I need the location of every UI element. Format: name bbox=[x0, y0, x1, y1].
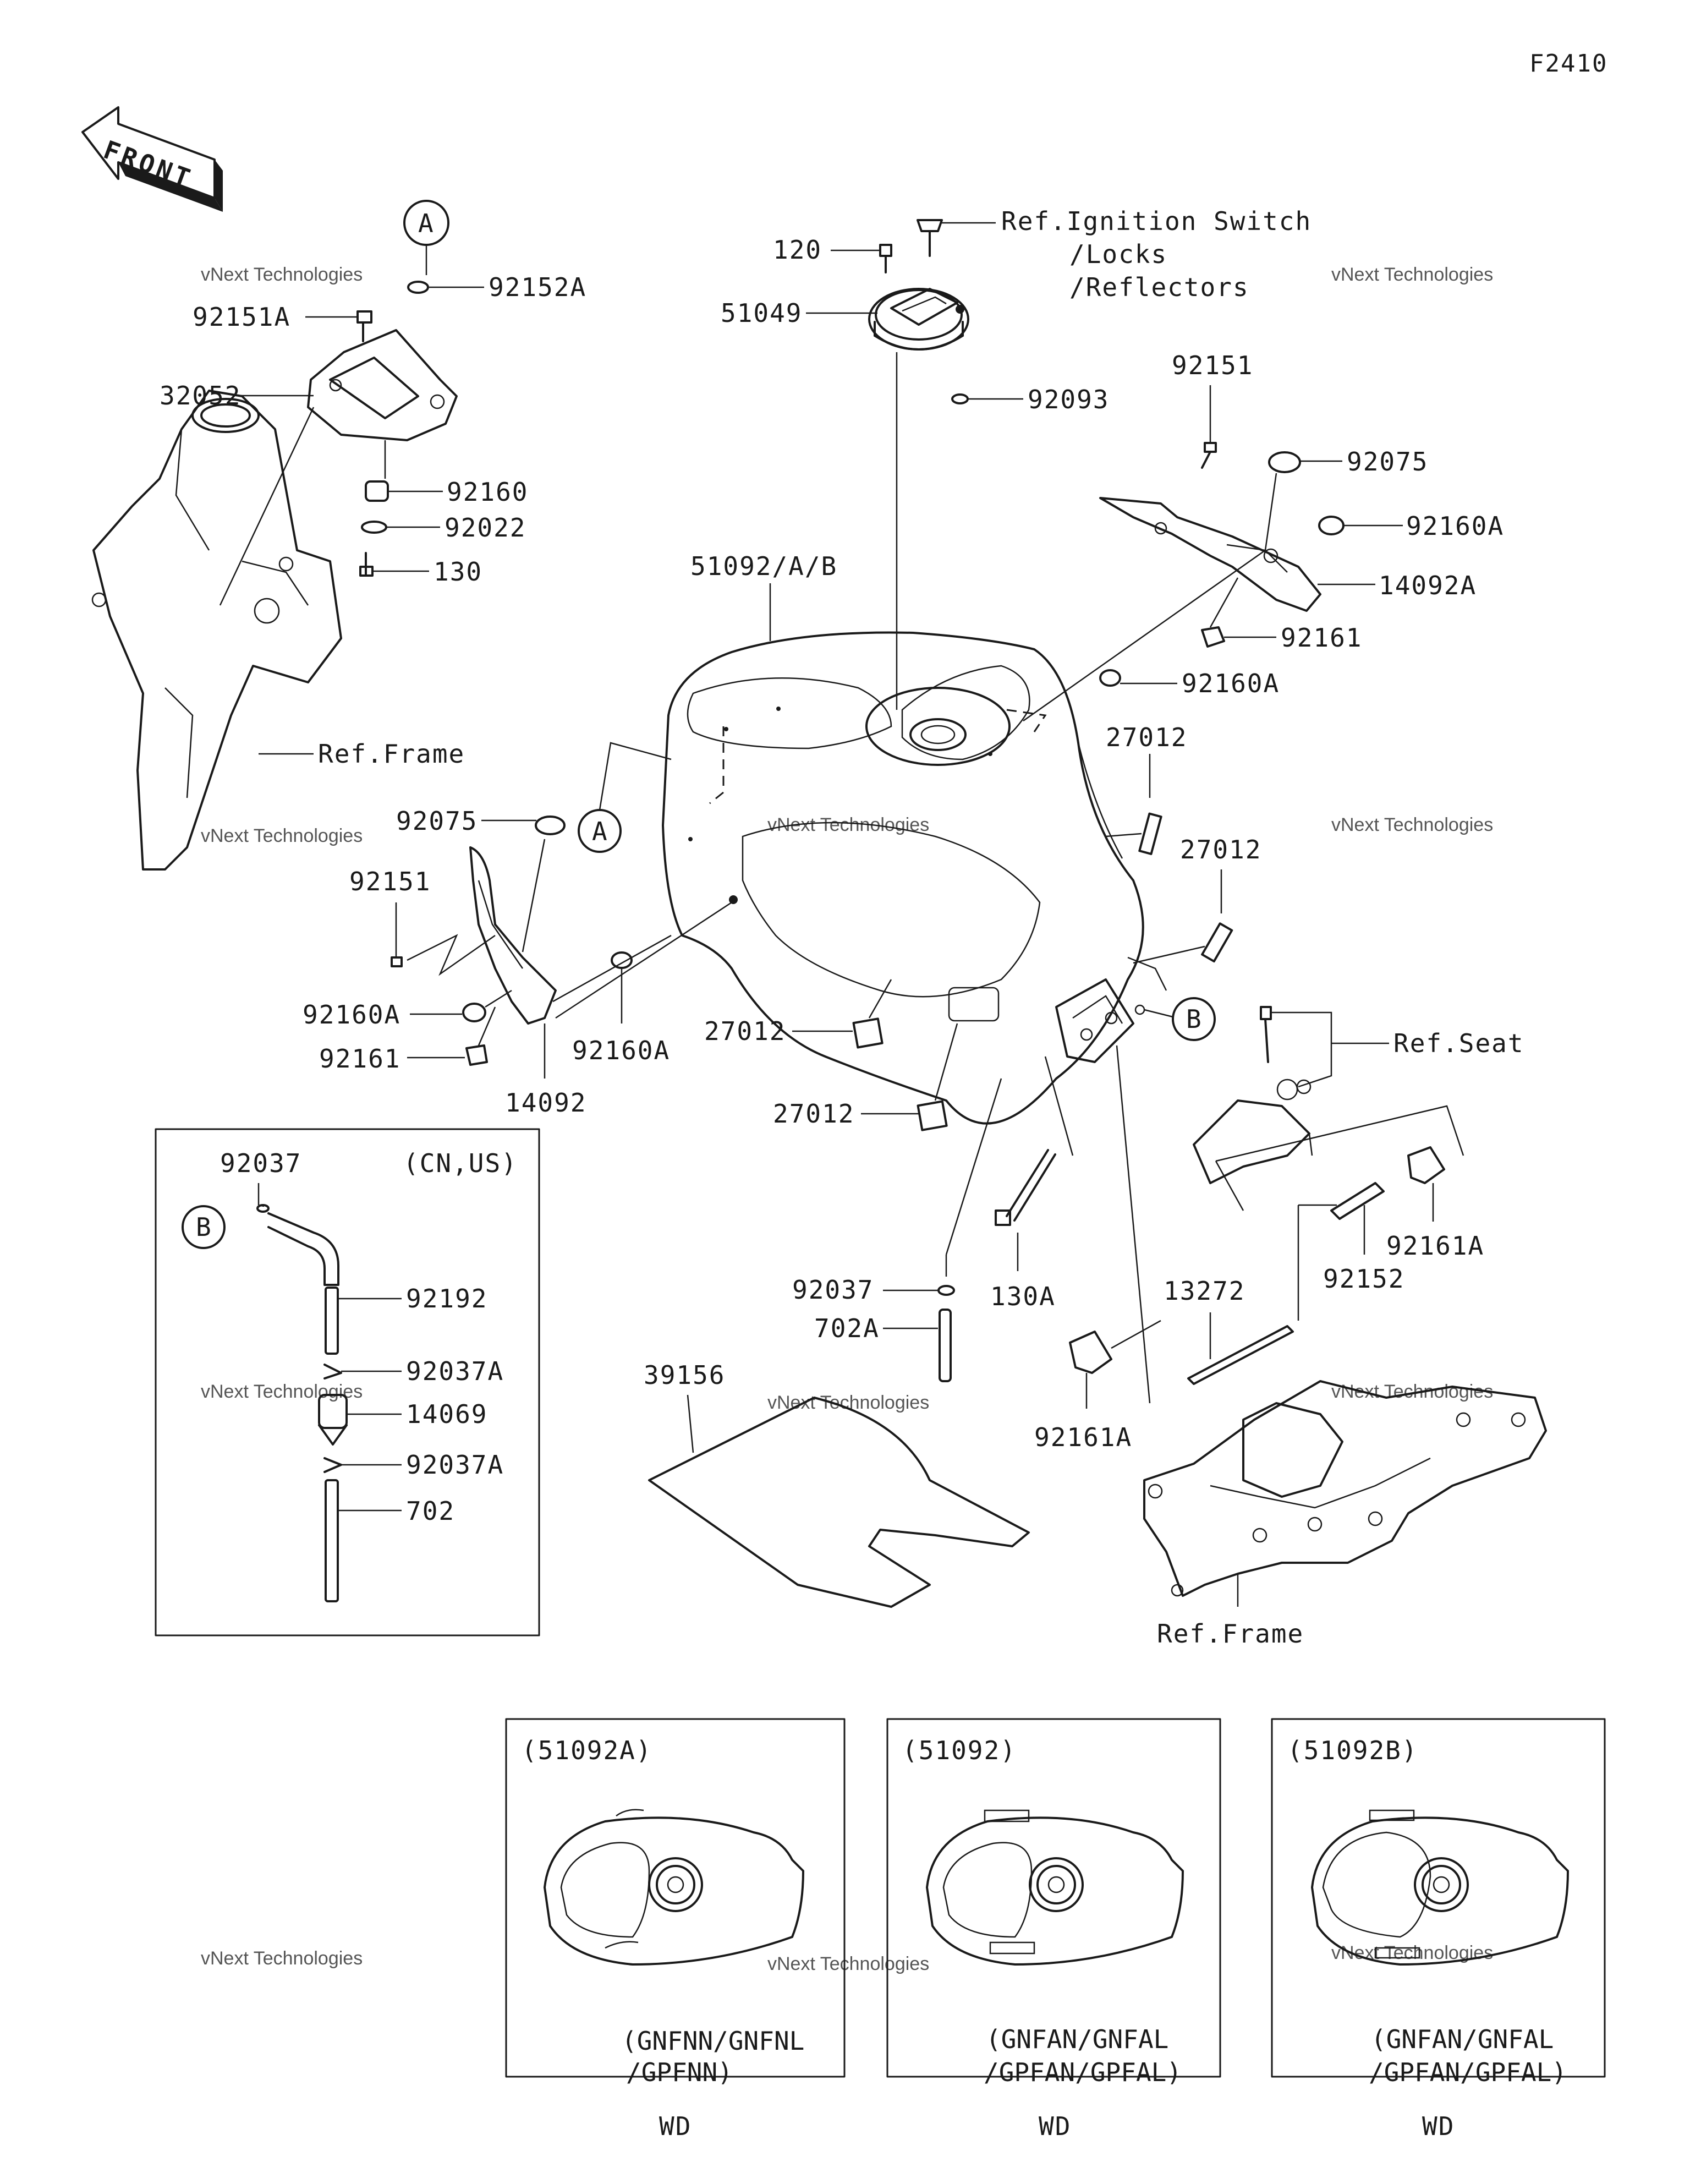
variant-models-1-b: (GNFAN/GNFAL bbox=[986, 2024, 1168, 2054]
label-92160A-mid: 92160A bbox=[1182, 669, 1280, 698]
watermark: vNext Technologies bbox=[201, 264, 363, 285]
label-120: 120 bbox=[773, 235, 822, 265]
variant-models-1: (GNFNN/GNFNL bbox=[622, 2026, 804, 2056]
watermark: vNext Technologies bbox=[1331, 814, 1493, 835]
circle-b-inset: B bbox=[182, 1205, 226, 1249]
front-arrow-icon: FRONT bbox=[81, 106, 223, 212]
fuel-tank-51092 bbox=[662, 631, 1167, 1125]
watermark: vNext Technologies bbox=[1331, 264, 1493, 285]
inset-label-92192: 92192 bbox=[406, 1284, 487, 1313]
label-92160A-left: 92160A bbox=[303, 1000, 400, 1030]
variant-part: (51092B) bbox=[1287, 1736, 1418, 1765]
variant-51092A: (51092A) (GNFNN/GNFNL /GPFNN) bbox=[505, 1718, 846, 2078]
bracket-14092 bbox=[469, 846, 557, 1025]
frame-lower-right bbox=[1143, 1380, 1547, 1597]
label-92161A-lower: 92161A bbox=[1034, 1422, 1132, 1452]
label-92151: 92151 bbox=[1172, 351, 1253, 380]
mat-39156 bbox=[648, 1397, 1030, 1608]
label-92075-left: 92075 bbox=[396, 806, 478, 836]
watermark: vNext Technologies bbox=[201, 825, 363, 846]
label-92160: 92160 bbox=[447, 477, 528, 507]
label-92161-right: 92161 bbox=[1281, 623, 1362, 653]
label-14092A: 14092A bbox=[1379, 571, 1477, 600]
label-27012-d: 27012 bbox=[773, 1099, 854, 1129]
label-92037: 92037 bbox=[792, 1275, 874, 1305]
svg-text:A: A bbox=[592, 817, 607, 846]
variant-models-2-b: /GPFAN/GPFAL) bbox=[984, 2057, 1182, 2087]
ref-reflectors: /Reflectors bbox=[1069, 272, 1249, 302]
variant-finish-c: WD bbox=[1422, 2111, 1455, 2141]
inset-box bbox=[155, 1128, 540, 1636]
watermark: vNext Technologies bbox=[1331, 1381, 1493, 1402]
label-130: 130 bbox=[434, 557, 482, 587]
bracket-32052 bbox=[307, 329, 458, 441]
circle-a-top: A bbox=[403, 200, 449, 246]
watermark: vNext Technologies bbox=[201, 1948, 363, 1969]
variant-finish-b: WD bbox=[1039, 2111, 1071, 2141]
frame-upper-left bbox=[91, 390, 342, 871]
ref-frame-bottom: Ref.Frame bbox=[1157, 1619, 1304, 1649]
label-27012-c: 27012 bbox=[704, 1016, 786, 1046]
watermark: vNext Technologies bbox=[201, 1381, 363, 1402]
variant-finish-a: WD bbox=[659, 2111, 692, 2141]
circle-a-middle: A bbox=[578, 809, 622, 853]
variant-51092B: (51092B) bbox=[1271, 1718, 1606, 2078]
label-92161A: 92161A bbox=[1386, 1231, 1484, 1261]
watermarks: vNext Technologies vNext Technologies vN… bbox=[201, 264, 1493, 1974]
label-27012-a: 27012 bbox=[1106, 722, 1187, 752]
label-27012-b: 27012 bbox=[1180, 835, 1261, 864]
label-92075: 92075 bbox=[1347, 447, 1428, 477]
variant-models-2-a: /GPFNN) bbox=[626, 2057, 733, 2087]
bracket-14092A bbox=[1099, 497, 1321, 612]
variant-models-1-c: (GNFAN/GNFAL bbox=[1371, 2024, 1554, 2054]
inset-region: (CN,US) bbox=[403, 1148, 518, 1178]
variant-part: (51092) bbox=[902, 1736, 1017, 1765]
inset-label-14069: 14069 bbox=[406, 1399, 487, 1429]
label-92160A-lower: 92160A bbox=[572, 1036, 670, 1065]
variant-part: (51092A) bbox=[522, 1736, 652, 1765]
label-92152A: 92152A bbox=[489, 272, 586, 302]
label-92160A-right: 92160A bbox=[1406, 511, 1504, 541]
label-92093: 92093 bbox=[1028, 385, 1109, 414]
variant-models-2-c: /GPFAN/GPFAL) bbox=[1369, 2057, 1567, 2087]
label-92151A: 92151A bbox=[193, 302, 290, 332]
ref-frame-top: Ref.Frame bbox=[318, 739, 465, 769]
seat-lock-bracket bbox=[1193, 1006, 1312, 1184]
label-92022: 92022 bbox=[445, 513, 526, 543]
inset-label-92037A-b: 92037A bbox=[406, 1450, 504, 1480]
ref-seat: Ref.Seat bbox=[1393, 1028, 1524, 1058]
label-92161-left: 92161 bbox=[319, 1044, 400, 1074]
label-14092: 14092 bbox=[505, 1088, 586, 1118]
inset-label-92037: 92037 bbox=[220, 1148, 301, 1178]
fuel-cap-51049 bbox=[868, 288, 969, 351]
label-51049: 51049 bbox=[721, 298, 802, 328]
label-92151-left: 92151 bbox=[349, 867, 431, 896]
svg-text:A: A bbox=[418, 209, 434, 238]
inset-label-92037A: 92037A bbox=[406, 1356, 504, 1386]
figure-code: F2410 bbox=[1529, 50, 1607, 78]
variant-51092: (51092) bbox=[886, 1718, 1221, 2078]
label-702A: 702A bbox=[814, 1313, 880, 1343]
label-39156: 39156 bbox=[644, 1360, 725, 1390]
label-13272: 13272 bbox=[1164, 1276, 1245, 1306]
watermark: vNext Technologies bbox=[767, 1953, 929, 1974]
svg-text:B: B bbox=[1186, 1004, 1201, 1034]
front-label: FRONT bbox=[100, 135, 197, 194]
inset-label-702: 702 bbox=[406, 1496, 455, 1526]
label-130A: 130A bbox=[990, 1282, 1056, 1311]
circle-b-right: B bbox=[1172, 997, 1216, 1041]
label-92152: 92152 bbox=[1323, 1264, 1404, 1294]
ref-ignition-switch: Ref.Ignition Switch bbox=[1001, 206, 1312, 236]
ref-locks: /Locks bbox=[1069, 239, 1167, 269]
label-51092-A-B: 51092/A/B bbox=[690, 551, 837, 581]
svg-text:B: B bbox=[196, 1212, 211, 1242]
